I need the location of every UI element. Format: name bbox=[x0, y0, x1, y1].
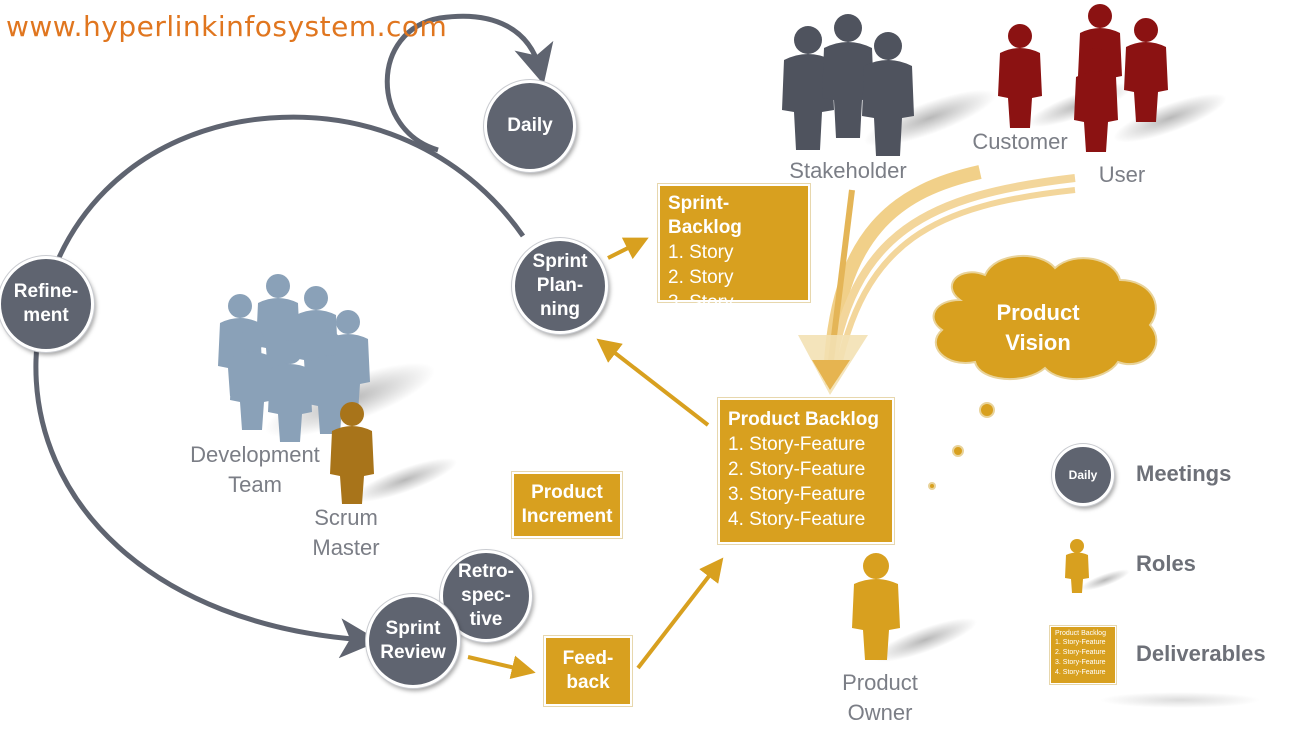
customer-user-figures bbox=[998, 4, 1168, 152]
user-label: User bbox=[1098, 162, 1146, 187]
sprint-planning-label: Sprint Plan- ning bbox=[532, 251, 588, 320]
product-owner-figure bbox=[852, 553, 900, 660]
daily-meeting-label: Daily bbox=[507, 115, 553, 136]
refinement-label: Refine- ment bbox=[13, 281, 79, 326]
sprint-backlog-item: 3. Story bbox=[668, 292, 734, 313]
legend-roles-label: Roles bbox=[1136, 551, 1196, 576]
sprint-backlog-item: 1. Story bbox=[668, 242, 734, 263]
product-backlog-item: 4. Story-Feature bbox=[728, 509, 866, 530]
legend-deliverable-icon: Product Backlog 1. Story-Feature 2. Stor… bbox=[1050, 626, 1116, 684]
development-team-figures bbox=[218, 274, 370, 442]
product-increment: Product Increment bbox=[512, 472, 622, 538]
legend-deliverable-title: Product Backlog bbox=[1055, 630, 1106, 637]
legend-deliverable-item: 2. Story-Feature bbox=[1055, 649, 1106, 656]
input-beams bbox=[798, 165, 1076, 395]
product-backlog-item: 3. Story-Feature bbox=[728, 484, 866, 505]
legend-deliverable-item: 1. Story-Feature bbox=[1055, 639, 1106, 646]
development-team-label: Development Team bbox=[190, 442, 320, 497]
sprint-review-label: Sprint Review bbox=[380, 618, 446, 663]
arrow-backlog-to-planning bbox=[596, 338, 710, 427]
sprint-backlog-item: 2. Story bbox=[668, 267, 734, 288]
product-vision-label: Product Vision bbox=[996, 300, 1080, 355]
product-backlog-item: 1. Story-Feature bbox=[728, 434, 866, 455]
brand-url[interactable]: www.hyperlinkinfosystem.com bbox=[6, 10, 448, 43]
product-vision-cloud bbox=[928, 255, 1158, 490]
customer-label: Customer bbox=[972, 129, 1068, 154]
product-increment-label: Product Increment bbox=[521, 482, 613, 527]
feedback-label: Feed- back bbox=[562, 648, 614, 693]
product-backlog: Product Backlog 1. Story-Feature 2. Stor… bbox=[718, 398, 894, 544]
legend-deliverable-item: 4. Story-Feature bbox=[1055, 669, 1106, 676]
sprint-backlog: Sprint-Backlog 1. Story 2. Story 3. Stor… bbox=[658, 184, 810, 313]
sprint-review-meeting: Sprint Review bbox=[366, 594, 460, 688]
product-backlog-item: 2. Story-Feature bbox=[728, 459, 866, 480]
scrum-master-figure bbox=[330, 402, 374, 504]
legend-meeting-icon-text: Daily bbox=[1068, 468, 1098, 482]
refinement-meeting: Refine- ment bbox=[0, 256, 94, 352]
sprint-cycle-arrow bbox=[33, 114, 526, 659]
arrow-planning-to-sprint-backlog bbox=[607, 237, 649, 260]
legend-role-figure bbox=[1065, 539, 1089, 593]
daily-loop-arrow bbox=[384, 13, 554, 153]
stakeholder-label: Stakeholder bbox=[789, 158, 907, 183]
legend-deliverables-label: Deliverables bbox=[1136, 641, 1266, 666]
daily-meeting: Daily bbox=[484, 80, 576, 172]
feedback: Feed- back bbox=[544, 636, 632, 706]
arrow-review-to-feedback bbox=[467, 655, 536, 679]
sprint-planning-meeting: Sprint Plan- ning bbox=[512, 238, 608, 334]
scrum-master-label: Scrum Master bbox=[312, 505, 380, 560]
product-owner-label: Product Owner bbox=[842, 670, 918, 725]
legend-deliverable-item: 3. Story-Feature bbox=[1055, 659, 1106, 666]
legend-meetings-label: Meetings bbox=[1136, 461, 1232, 486]
arrow-feedback-to-backlog bbox=[636, 557, 724, 670]
stakeholder-figures bbox=[782, 14, 914, 156]
legend-meeting-icon: Daily bbox=[1052, 444, 1114, 506]
retrospective-label: Retro- spec- tive bbox=[458, 561, 514, 630]
retrospective-meeting: Retro- spec- tive bbox=[440, 550, 532, 642]
sprint-backlog-title: Sprint-Backlog bbox=[668, 193, 742, 238]
product-backlog-title: Product Backlog bbox=[728, 409, 879, 430]
